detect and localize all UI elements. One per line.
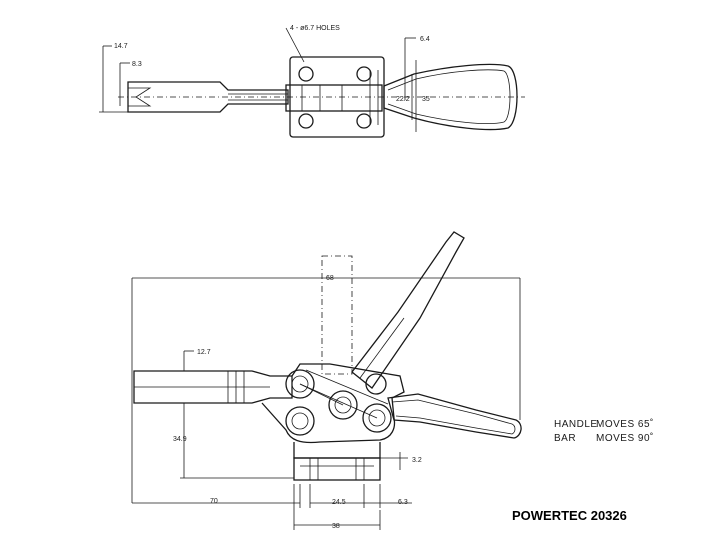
handle-label: HANDLE <box>554 419 598 430</box>
side-view-column <box>321 255 353 375</box>
mount-hole <box>298 66 314 82</box>
dim-8-3: 8.3 <box>132 61 142 68</box>
dim-6-4: 6.4 <box>420 36 430 43</box>
pivot-circle <box>328 390 358 420</box>
bar-moves-note: MOVES 90˚ <box>596 432 654 444</box>
side-view-raised-handle <box>351 231 465 389</box>
motion-notes: HANDLE MOVES 65˚ BAR MOVES 90˚ <box>554 418 654 444</box>
top-view-handle <box>383 63 518 131</box>
mount-hole <box>356 66 372 82</box>
dim-14-7: 14.7 <box>114 43 128 50</box>
handle-moves-note: MOVES 65˚ <box>596 418 654 430</box>
model-number: POWERTEC 20326 <box>512 508 627 523</box>
pivot-circle <box>285 369 315 399</box>
side-view-bar <box>133 370 293 404</box>
dim-68: 68 <box>326 275 334 282</box>
dim-38: 38 <box>332 523 340 530</box>
pivot-circle <box>365 373 387 395</box>
top-view: 14.7 8.3 4 - ø6.7 HOLES 6.4 22.2 35 <box>99 25 525 138</box>
mount-hole <box>356 113 372 129</box>
bar-label: BAR <box>554 433 576 444</box>
pivot-circle <box>285 406 315 436</box>
side-view: 68 12.7 34.9 3.2 70 24.5 6.3 38 <box>131 231 522 530</box>
holes-note: 4 - ø6.7 HOLES <box>290 25 340 32</box>
dim-6-3: 6.3 <box>398 499 408 506</box>
dim-35: 35 <box>422 96 430 103</box>
side-view-base <box>293 442 381 459</box>
side-view-body <box>261 363 405 444</box>
top-view-bar <box>127 81 289 113</box>
dim-70: 70 <box>210 498 218 505</box>
dim-3-2: 3.2 <box>412 457 422 464</box>
dim-22-2: 22.2 <box>396 96 410 103</box>
mount-hole <box>298 113 314 129</box>
pivot-circle <box>362 403 392 433</box>
dim-34-9: 34.9 <box>173 436 187 443</box>
dim-12-7: 12.7 <box>197 349 211 356</box>
dim-24-5: 24.5 <box>332 499 346 506</box>
side-view-handle <box>387 393 522 439</box>
